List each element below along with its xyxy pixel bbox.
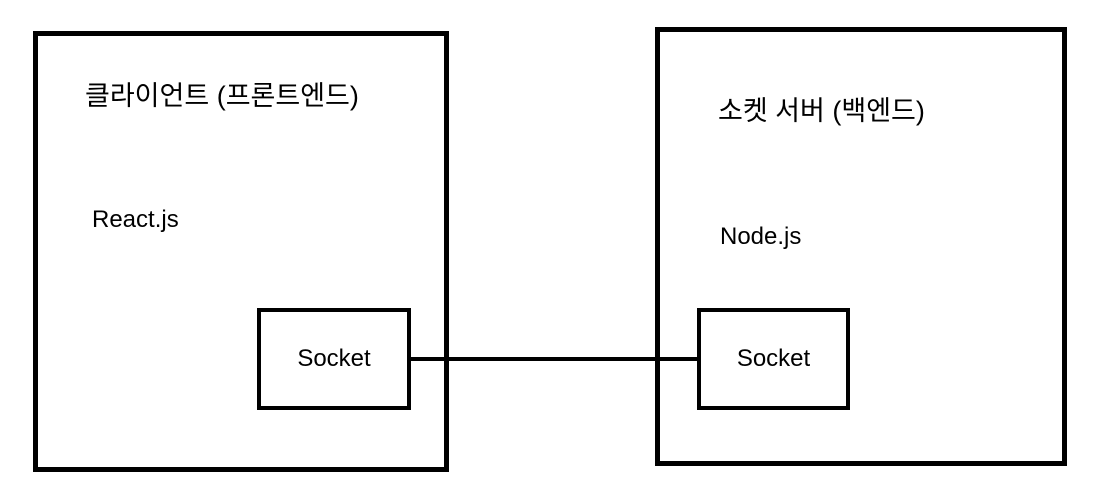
server-socket-box: Socket <box>697 308 850 410</box>
client-socket-box: Socket <box>257 308 411 410</box>
server-container-title: 소켓 서버 (백엔드) <box>718 96 925 126</box>
client-container-title: 클라이언트 (프론트엔드) <box>85 81 359 111</box>
client-tech-label: React.js <box>92 206 179 233</box>
server-container-box <box>655 27 1067 466</box>
client-container-box <box>33 31 449 472</box>
server-socket-label: Socket <box>736 345 811 372</box>
socket-connection-line <box>409 357 699 361</box>
server-tech-label: Node.js <box>720 223 802 250</box>
client-socket-label: Socket <box>297 345 371 372</box>
